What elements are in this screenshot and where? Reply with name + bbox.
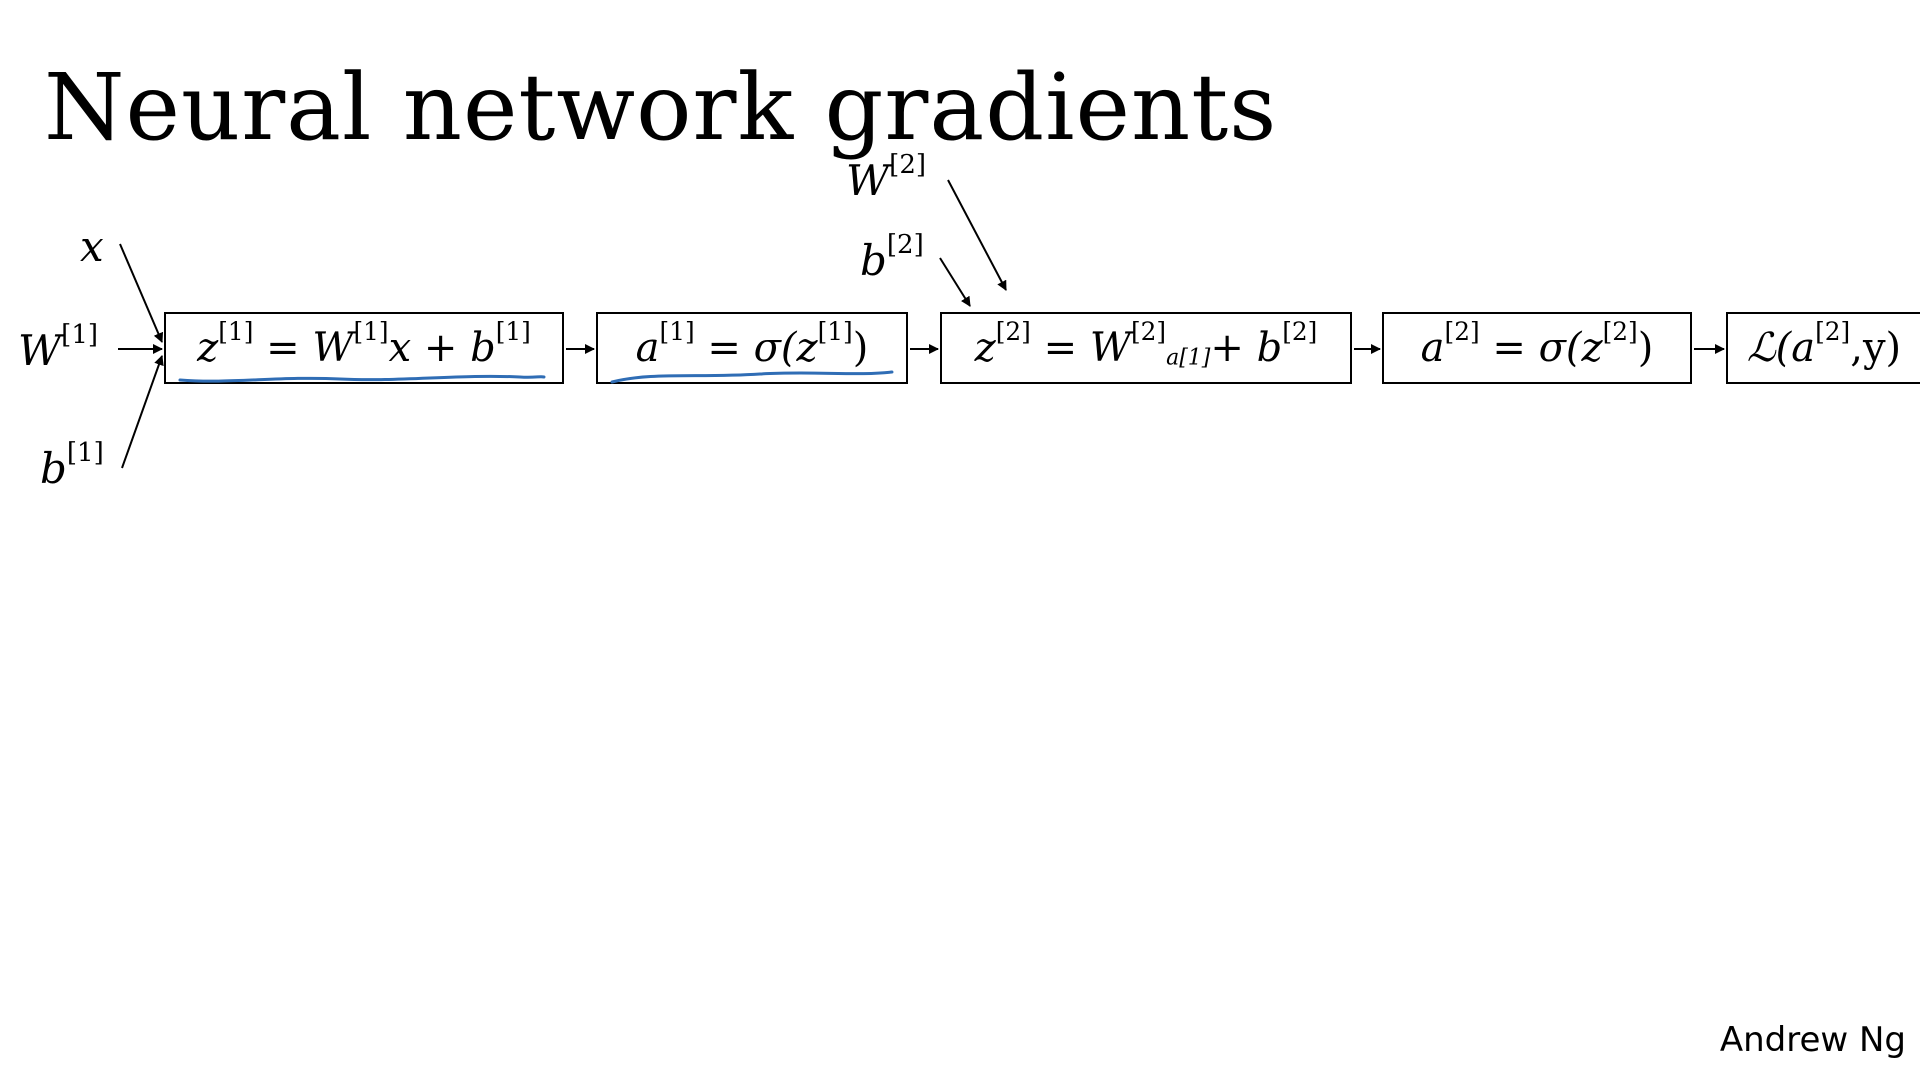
input-w1-label: W[1] xyxy=(18,319,99,375)
annotation-underline-a1 xyxy=(610,370,894,384)
input-b2-label: b[2] xyxy=(860,229,924,285)
node-z2-formula: z[2] = W[2]a[1]+ b[2] xyxy=(974,316,1318,371)
annotation-underline-z1 xyxy=(178,374,546,383)
input-w2-label: W[2] xyxy=(846,149,927,205)
node-a1-formula: a[1] = σ(z[1]) xyxy=(635,316,869,371)
slide-title: Neural network gradients xyxy=(44,54,1278,161)
author-credit: Andrew Ng xyxy=(1719,1020,1906,1060)
node-a2-formula: a[2] = σ(z[2]) xyxy=(1420,316,1654,371)
node-a2: a[2] = σ(z[2]) xyxy=(1382,312,1692,384)
node-z1-formula: z[1] = W[1]x + b[1] xyxy=(197,316,531,371)
node-loss-formula: ℒ(a[2],y) xyxy=(1746,316,1902,371)
input-b1-label: b[1] xyxy=(40,437,104,493)
node-z1: z[1] = W[1]x + b[1] xyxy=(164,312,564,384)
node-a1: a[1] = σ(z[1]) xyxy=(596,312,908,384)
arrow-x-to-z1 xyxy=(119,243,164,343)
input-x-label: x xyxy=(80,222,104,271)
arrow-b2-to-z2 xyxy=(939,257,971,307)
arrow-b1-to-z1 xyxy=(121,355,164,469)
arrow-w2-to-z2 xyxy=(947,179,1007,291)
node-loss: ℒ(a[2],y) xyxy=(1726,312,1920,384)
node-z2: z[2] = W[2]a[1]+ b[2] xyxy=(940,312,1352,384)
